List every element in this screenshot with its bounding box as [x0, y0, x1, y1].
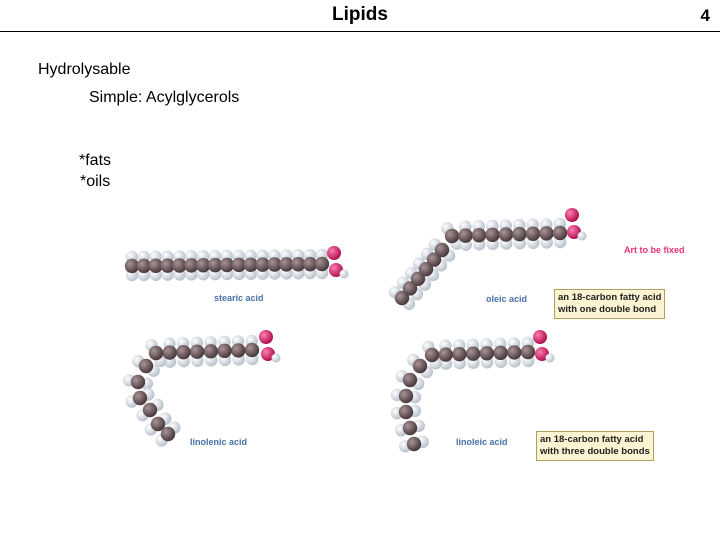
carbon-atom: [471, 228, 487, 243]
carbon-atom: [136, 258, 152, 274]
carbon-atom: [314, 256, 330, 272]
page-number: 4: [700, 6, 710, 25]
carbon-atom: [160, 426, 176, 442]
art-note: Art to be fixed: [624, 245, 685, 255]
linoleic-acid-label: linoleic acid: [456, 437, 508, 447]
carbon-atom: [244, 342, 260, 358]
carbon-atom: [539, 226, 554, 241]
carbon-atom: [424, 347, 440, 363]
oxygen-atom: [327, 246, 341, 260]
carbon-atom: [219, 257, 235, 273]
oxygen-atom: [261, 347, 275, 361]
carbon-atom: [512, 226, 527, 242]
carbon-atom: [426, 252, 442, 267]
carbon-atom: [406, 436, 422, 452]
carbon-atom: [398, 388, 414, 404]
carbon-atom: [207, 257, 223, 273]
title-rule: [0, 31, 720, 32]
carbon-atom: [402, 281, 418, 296]
carbon-atom: [434, 242, 450, 258]
carbon-atom: [162, 345, 177, 360]
carbon-atom: [444, 228, 460, 244]
carbon-atom: [172, 258, 187, 273]
oxygen-atom: [533, 330, 547, 344]
carbon-atom: [398, 404, 414, 420]
callout-line: an 18-carbon fatty acid: [558, 292, 662, 303]
outline-level2: Simple: Acylglycerols: [89, 89, 240, 106]
carbon-atom: [485, 227, 500, 243]
oxygen-atom: [535, 347, 549, 361]
carbon-atom: [255, 257, 270, 272]
callout-three-double-bonds: an 18-carbon fatty acid with three doubl…: [536, 431, 654, 461]
molecule-linolenic: [122, 330, 281, 447]
hydrogen-atom: [577, 231, 587, 241]
callout-line: an 18-carbon fatty acid: [540, 434, 644, 445]
carbon-atom: [291, 257, 306, 272]
carbon-atom: [465, 346, 481, 361]
slide-title: Lipids: [332, 4, 388, 25]
outline-item-fats: *fats: [79, 152, 112, 169]
carbon-atom: [302, 256, 318, 272]
molecule-oleic: [388, 208, 587, 310]
carbon-atom: [160, 258, 175, 273]
carbon-atom: [196, 258, 211, 273]
carbon-atom: [402, 372, 418, 388]
outline-item-oils: *oils: [80, 173, 111, 190]
carbon-atom: [203, 344, 219, 359]
carbon-atom: [402, 420, 418, 436]
carbon-atom: [184, 258, 199, 273]
outline-level1: Hydrolysable: [38, 61, 131, 78]
carbon-atom: [124, 258, 140, 274]
hydrogen-atom: [271, 353, 281, 363]
stearic-acid-label: stearic acid: [214, 293, 264, 303]
hydrogen-atom: [339, 269, 349, 279]
carbon-atom: [493, 345, 508, 361]
carbon-atom: [217, 343, 232, 359]
carbon-atom: [132, 390, 148, 406]
molecule-linoleic: [390, 330, 555, 453]
carbon-atom: [412, 358, 428, 374]
carbon-atom: [148, 258, 163, 273]
carbon-atom: [520, 344, 536, 360]
callout-one-double-bond: an 18-carbon fatty acid with one double …: [554, 289, 666, 319]
oxygen-atom: [259, 330, 273, 344]
carbon-atom: [130, 374, 146, 390]
carbon-atom: [438, 347, 453, 362]
carbon-atom: [525, 226, 541, 241]
carbon-atom: [150, 416, 166, 432]
oxygen-atom: [329, 263, 343, 277]
carbon-atom: [231, 343, 246, 358]
linolenic-acid-label: linolenic acid: [190, 437, 248, 447]
carbon-atom: [267, 257, 282, 272]
carbon-atom: [479, 346, 495, 361]
oxygen-atom: [567, 225, 581, 239]
carbon-atom: [189, 344, 205, 359]
callout-line: with three double bonds: [540, 446, 650, 457]
carbon-atom: [279, 257, 294, 272]
carbon-atom: [394, 290, 410, 306]
carbon-atom: [142, 402, 158, 418]
carbon-atom: [138, 358, 154, 374]
oxygen-atom: [565, 208, 579, 222]
carbon-atom: [243, 257, 258, 272]
carbon-atom: [507, 345, 522, 360]
hydrogen-atom: [545, 353, 555, 363]
carbon-atom: [458, 228, 473, 243]
callout-line: with one double bond: [558, 304, 657, 315]
carbon-atom: [176, 344, 191, 360]
carbon-atom: [148, 345, 164, 361]
carbon-atom: [410, 271, 426, 286]
oleic-acid-label: oleic acid: [486, 294, 528, 304]
carbon-atom: [452, 346, 467, 362]
carbon-atom: [498, 227, 514, 242]
carbon-atom: [418, 262, 434, 277]
molecule-stearic: [124, 246, 349, 282]
carbon-atom: [231, 257, 247, 273]
carbon-atom: [552, 225, 568, 241]
